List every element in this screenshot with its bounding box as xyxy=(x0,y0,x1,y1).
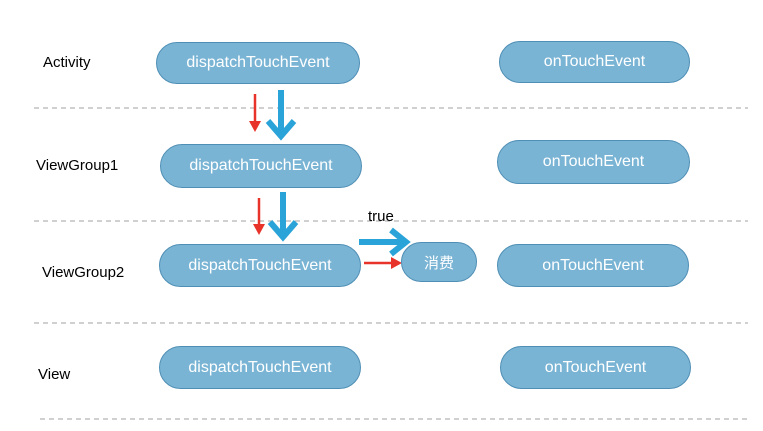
pill-label: onTouchEvent xyxy=(544,358,647,376)
true-label: true xyxy=(368,208,394,225)
consume-node: 消费 xyxy=(401,242,477,282)
pill-label: dispatchTouchEvent xyxy=(188,358,332,376)
pill-label: onTouchEvent xyxy=(542,153,645,170)
row-label-activity: Activity xyxy=(43,54,91,71)
pill-label: dispatchTouchEvent xyxy=(186,54,330,71)
row-label-viewgroup1: ViewGroup1 xyxy=(36,157,119,174)
pill-label: dispatchTouchEvent xyxy=(188,256,332,274)
viewgroup2-on-touch-event: onTouchEvent xyxy=(497,244,689,287)
pill-label: dispatchTouchEvent xyxy=(189,157,333,174)
view-dispatch-touch-event: dispatchTouchEvent xyxy=(159,346,361,389)
viewgroup1-on-touch-event: onTouchEvent xyxy=(497,140,690,184)
pill-label: onTouchEvent xyxy=(543,53,646,70)
row-label-view: View xyxy=(38,366,71,383)
view-on-touch-event: onTouchEvent xyxy=(500,346,691,389)
activity-dispatch-touch-event: dispatchTouchEvent xyxy=(156,42,360,84)
arrow-true xyxy=(359,227,411,257)
row-label-viewgroup2: ViewGroup2 xyxy=(42,264,125,281)
pill-label: onTouchEvent xyxy=(542,256,644,274)
consume-label: 消费 xyxy=(423,253,454,272)
viewgroup1-dispatch-touch-event: dispatchTouchEvent xyxy=(160,144,362,188)
activity-on-touch-event: onTouchEvent xyxy=(499,41,690,83)
arrow-down-1 xyxy=(249,90,297,141)
arrow-red-right xyxy=(364,257,402,269)
arrow-down-2 xyxy=(253,192,299,242)
viewgroup2-dispatch-touch-event: dispatchTouchEvent xyxy=(159,244,361,287)
